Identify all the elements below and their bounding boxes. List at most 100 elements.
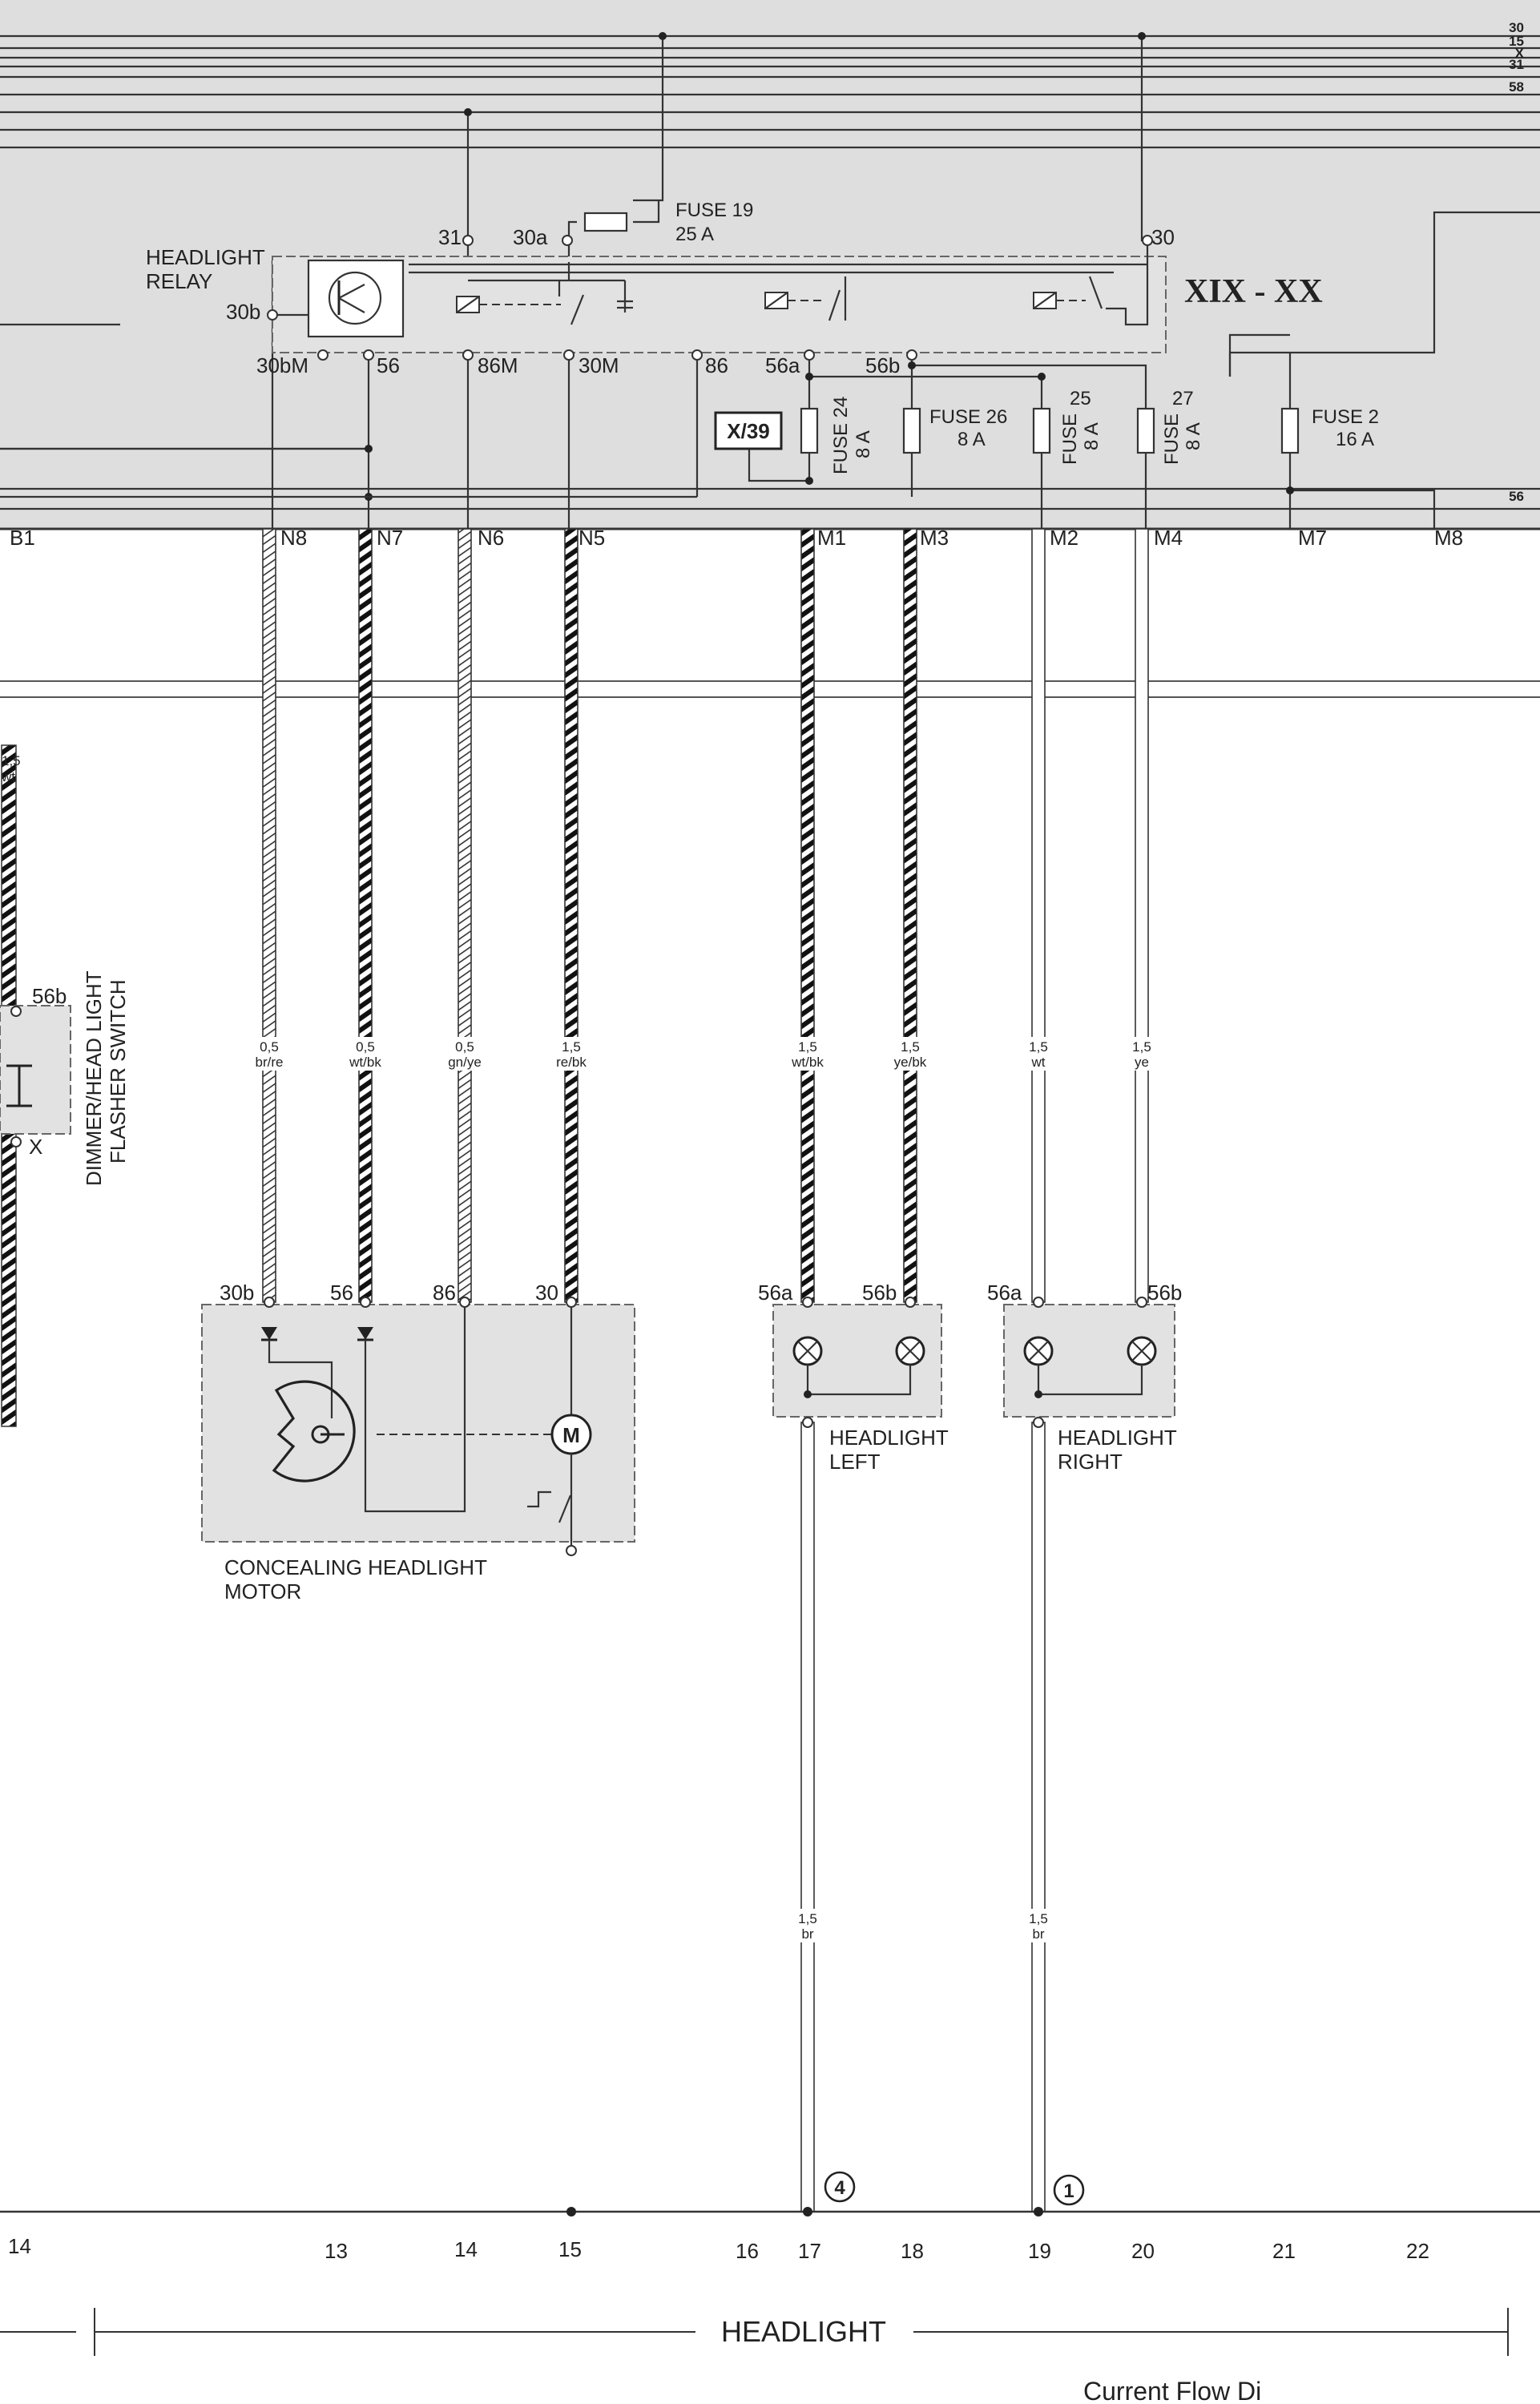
fuse-24-rating: 8 A — [853, 430, 874, 458]
headlight-right-pin-56a: 56a — [987, 1281, 1022, 1305]
wire — [358, 528, 373, 1303]
fuse-26-name: FUSE 26 — [929, 406, 1007, 428]
headlight-right: 56a 56b HEADLIGHT RIGHT — [987, 1281, 1182, 1474]
dimmer-switch-group: 1,5 wt 56b X DIMMER/HEAD LIGHT FLASHER S… — [0, 744, 130, 1427]
wire — [903, 528, 917, 1303]
relay-title-line2: RELAY — [146, 269, 212, 293]
column-number: 21 — [1272, 2239, 1296, 2263]
fuse-26-element — [902, 407, 921, 454]
wire — [458, 528, 472, 1303]
panel-fuses — [800, 407, 1300, 454]
column-number: 14 — [8, 2234, 31, 2258]
column-number: 15 — [558, 2237, 582, 2261]
relay-pin-30a: 30a — [513, 225, 548, 249]
headlight-left-pin-56a: 56a — [758, 1281, 793, 1305]
column-number: 19 — [1028, 2239, 1051, 2263]
bus-label-56: 56 — [1509, 489, 1524, 504]
motor-symbol: M — [562, 1423, 580, 1447]
ground-point-4: 4 — [834, 2177, 845, 2199]
motor-title-line2: MOTOR — [224, 1579, 301, 1603]
column-number: 14 — [454, 2237, 478, 2261]
column-number: 17 — [798, 2239, 821, 2263]
connector-row: B1 N8 N7 N6 N5 M1 M3 M2 M4 M7 M8 — [10, 526, 1463, 550]
fuse-27-rating: 8 A — [1183, 422, 1204, 450]
relay-pin-56b: 56b — [865, 353, 900, 377]
bus-label-15: 15 — [1509, 34, 1524, 49]
section-span: HEADLIGHT — [0, 2308, 1509, 2356]
relay-pin-56: 56 — [377, 353, 400, 377]
connector-m1: M1 — [817, 526, 846, 550]
wire-color-label: ye — [1135, 1055, 1149, 1070]
wire — [564, 528, 579, 1303]
section-title: HEADLIGHT — [721, 2315, 886, 2348]
headlight-right-pin-56b: 56b — [1147, 1281, 1182, 1305]
wire — [1031, 1422, 1046, 2212]
left-wire-color: wt — [1, 769, 15, 785]
wire-color-label: wt/bk — [349, 1055, 381, 1070]
relay-title-line1: HEADLIGHT — [146, 245, 265, 269]
wire-color-label: gn/ye — [448, 1055, 482, 1070]
motor-pin-30b: 30b — [220, 1281, 254, 1305]
headlight-left: 56a 56b HEADLIGHT LEFT — [758, 1281, 949, 1474]
relay-pin-31: 31 — [438, 225, 462, 249]
wire-gauge-label: 1,5 — [562, 1039, 581, 1055]
fuse-26-rating: 8 A — [957, 429, 986, 450]
wire-label-background — [784, 1037, 832, 1071]
headlight-left-side: LEFT — [829, 1450, 881, 1474]
fuse-2-element — [1280, 407, 1300, 454]
fuse-2-name: FUSE 2 — [1312, 406, 1379, 428]
relay-pin-86: 86 — [705, 353, 728, 377]
column-number: 13 — [325, 2239, 348, 2263]
connector-m8: M8 — [1434, 526, 1463, 550]
ground-bus: 4 1 — [0, 2171, 1540, 2216]
section-reference: XIX - XX — [1184, 273, 1323, 310]
connector-m7: M7 — [1298, 526, 1327, 550]
wire — [1135, 528, 1149, 1303]
fuse-27-name: 27 — [1172, 388, 1194, 409]
concealing-headlight-motor: M 30b 56 86 30 CONCEALING HEADLIGHT MOTO… — [201, 1281, 635, 1603]
motor-pin-86: 86 — [433, 1281, 456, 1305]
wire-color-label: re/bk — [556, 1055, 587, 1070]
bus-terminal-labels: 30 15 X 31 58 56 — [1509, 20, 1525, 504]
wire-label-background — [1118, 1037, 1166, 1071]
switch-title-line2: FLASHER SWITCH — [106, 979, 130, 1164]
connector-m4: M4 — [1154, 526, 1183, 550]
headlight-right-title: HEADLIGHT — [1058, 1426, 1177, 1450]
switch-title-line1: DIMMER/HEAD LIGHT — [82, 970, 106, 1186]
fuse-19-element — [583, 212, 628, 232]
wire-label-background — [547, 1037, 595, 1071]
fuse-2-rating: 16 A — [1336, 429, 1374, 450]
fuse-24-name: FUSE 24 — [830, 397, 852, 474]
motor-pin-30: 30 — [535, 1281, 558, 1305]
wire-gauge-label: 1,5 — [1029, 1039, 1048, 1055]
headlight-left-title: HEADLIGHT — [829, 1426, 949, 1450]
wire — [800, 528, 815, 1303]
wire-gauge-label: 1,5 — [1029, 1911, 1048, 1926]
headlight-right-side: RIGHT — [1058, 1450, 1123, 1474]
bus-label-x: X — [1515, 46, 1525, 61]
ref-box-x39: X/39 — [714, 411, 783, 450]
left-wire-gauge: 1,5 — [2, 753, 21, 768]
bus-label-31: 31 — [1509, 57, 1524, 72]
fuse-24-element — [800, 407, 819, 454]
connector-b1: B1 — [10, 526, 35, 550]
connector-m2: M2 — [1050, 526, 1078, 550]
fuse-labels: FUSE 19 25 A FUSE 24 8 A FUSE 26 8 A 25 … — [675, 200, 1379, 474]
wire-gauge-label: 0,5 — [356, 1039, 375, 1055]
wire-gauge-label: 1,5 — [901, 1039, 920, 1055]
ground-point-1-marker — [1053, 2174, 1085, 2206]
relay-pin-86m: 86M — [478, 353, 518, 377]
wire-label-background — [1014, 1909, 1062, 1942]
fuse-25-rating: 8 A — [1081, 422, 1103, 450]
connector-n6: N6 — [478, 526, 504, 550]
wire — [262, 528, 276, 1303]
fuse-19-rating: 25 A — [675, 224, 714, 245]
column-numbers: 14 13 14 15 16 17 18 19 20 21 22 — [8, 2234, 1429, 2263]
wire — [1031, 528, 1046, 1303]
relay-internals — [272, 240, 1149, 338]
column-number: 18 — [901, 2239, 924, 2263]
motor-pin-56: 56 — [330, 1281, 353, 1305]
wire-gauge-label: 0,5 — [455, 1039, 474, 1055]
headlight-relay-box — [272, 256, 1167, 353]
